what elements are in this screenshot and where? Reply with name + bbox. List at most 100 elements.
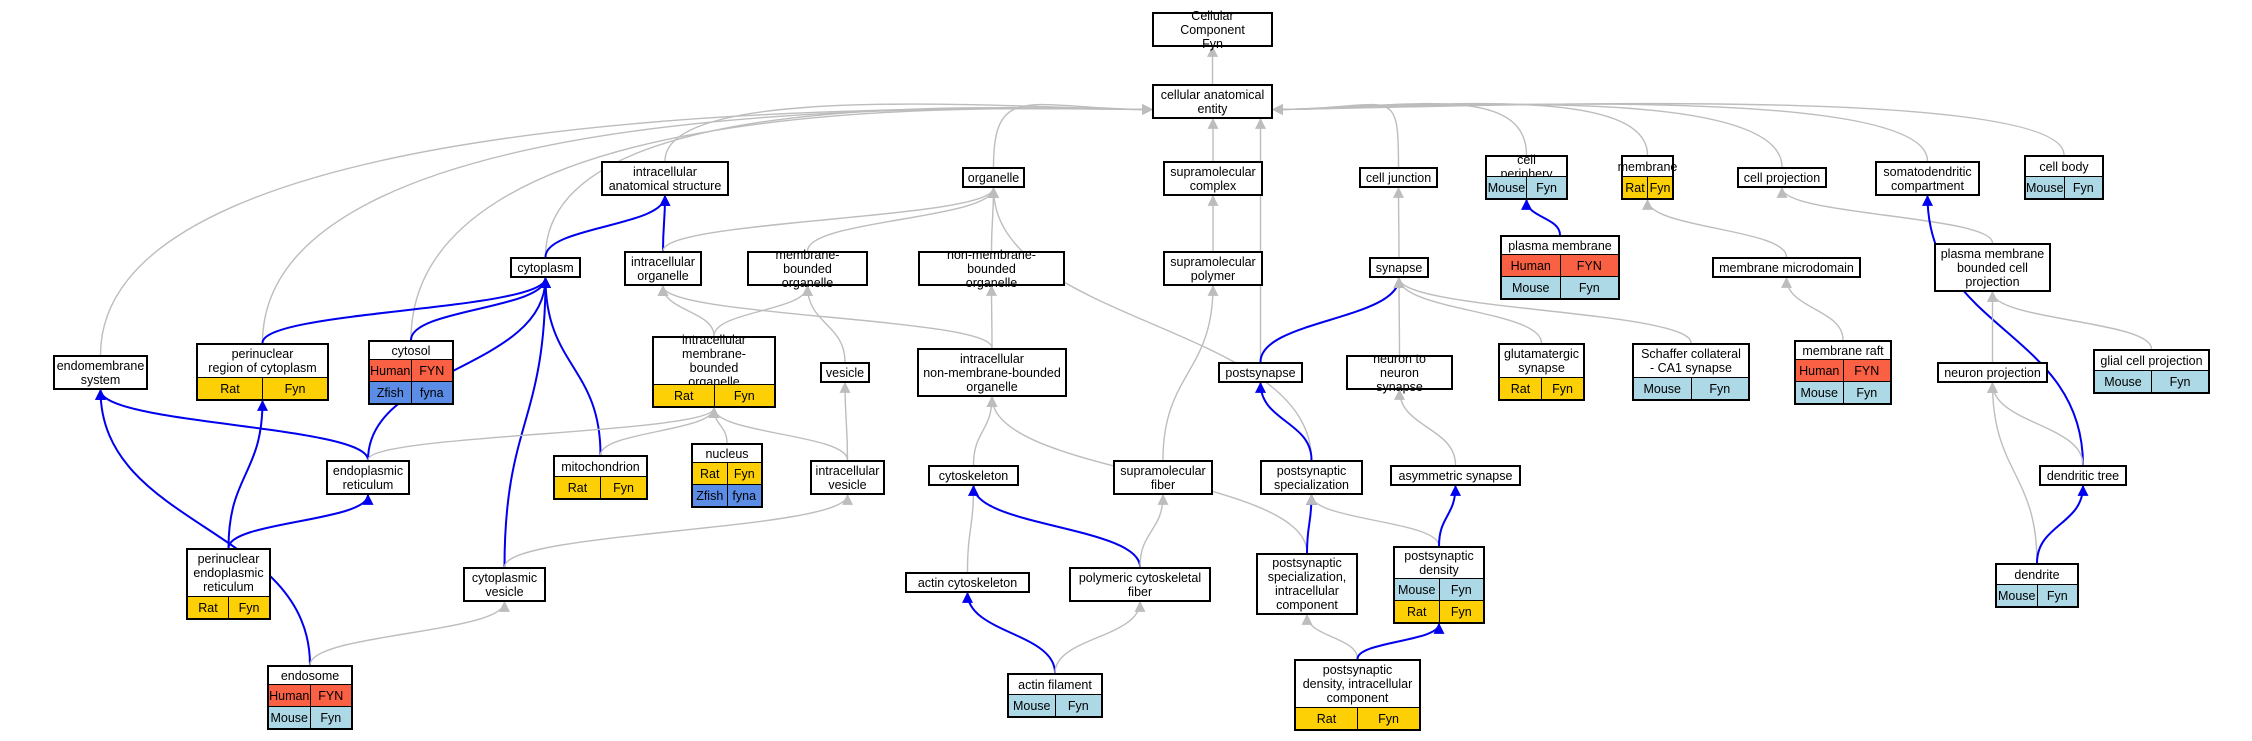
is-a-edge-membranemicrodomain-to-membrane: [1642, 198, 1788, 258]
term-node-ivesicle[interactable]: intracellular vesicle: [810, 460, 885, 495]
term-node-membranemicrodomain[interactable]: membrane microdomain: [1712, 257, 1861, 278]
term-node-polymericfiber[interactable]: polymeric cytoskeletal fiber: [1069, 567, 1211, 602]
term-node-postsynapse[interactable]: postsynapse: [1218, 362, 1303, 383]
term-node-vesicle[interactable]: vesicle: [820, 362, 870, 383]
term-node-er[interactable]: endoplasmic reticulum: [326, 460, 410, 495]
term-label: intracellular organelle: [631, 254, 695, 283]
is-a-edge-glutamatergic-to-synapse: [1393, 276, 1543, 344]
term-label: supramolecular complex: [1170, 164, 1256, 193]
annotated-edge-psd-to-asymmetric: [1438, 484, 1461, 547]
term-node-root[interactable]: Cellular Component Fyn: [1152, 9, 1273, 51]
term-node-pssic[interactable]: postsynaptic specialization, intracellul…: [1256, 553, 1358, 615]
term-node-dendritictree[interactable]: dendritic tree: [2039, 465, 2127, 486]
term-node-asymmetric[interactable]: asymmetric synapse: [1390, 465, 1521, 486]
term-node-cellprojection[interactable]: cell projection: [1737, 167, 1827, 188]
is-a-edge-psd-to-pss: [1306, 493, 1440, 547]
term-node-n2n[interactable]: neuron to neuron synapse: [1346, 351, 1453, 394]
is-a-edge-inmbo-to-io: [657, 284, 993, 349]
is-a-edge-io-to-organelle: [662, 186, 999, 252]
term-node-synapse[interactable]: synapse: [1369, 257, 1429, 278]
term-node-neuronprojection[interactable]: neuron projection: [1937, 362, 2048, 383]
term-label: endoplasmic reticulum: [332, 463, 404, 492]
term-node-cytoplasm[interactable]: cytoplasm: [510, 257, 581, 278]
species-cell: Mouse: [269, 707, 310, 728]
is-a-edge-actinfilament-to-polymericfiber: [1054, 600, 1146, 674]
term-node-psdic[interactable]: postsynaptic density, intracellular comp…: [1294, 659, 1421, 731]
species-cell: Rat: [555, 477, 600, 498]
term-node-cae[interactable]: cellular anatomical entity: [1152, 84, 1273, 119]
term-node-inmbo[interactable]: intracellular non-membrane-bounded organ…: [917, 348, 1067, 397]
term-node-pmbcp[interactable]: plasma membrane bounded cell projection: [1934, 243, 2051, 292]
gene-cell: Fyn: [1357, 708, 1419, 729]
term-node-celljunction[interactable]: cell junction: [1359, 167, 1438, 188]
term-label: postsynapse: [1225, 365, 1296, 380]
gene-cell: Fyn: [262, 378, 327, 399]
annotated-edge-psdic-to-psd: [1356, 622, 1445, 660]
term-node-smpolymer[interactable]: supramolecular polymer: [1163, 251, 1263, 286]
species-cell: Rat: [693, 463, 727, 484]
term-label: perinuclear endoplasmic reticulum: [193, 552, 264, 594]
gene-cell: Fyn: [600, 477, 646, 498]
term-label: plasma membrane bounded cell projection: [1940, 246, 2045, 289]
term-node-cytovesicle[interactable]: cytoplasmic vesicle: [463, 567, 546, 602]
term-label: endosome: [280, 668, 340, 683]
gene-cell: fyna: [410, 382, 452, 403]
species-cell: Rat: [198, 378, 262, 399]
annotated-edge-cytovesicle-to-cytoplasm: [503, 276, 551, 568]
term-label: endomembrane system: [56, 358, 145, 387]
is-a-edge-membraneraft-to-membranemicrodomain: [1781, 276, 1844, 341]
term-label: neuron to neuron synapse: [1373, 351, 1426, 394]
term-node-endomembrane[interactable]: endomembrane system: [53, 355, 148, 390]
term-node-mbo[interactable]: membrane-bounded organelle: [747, 248, 868, 290]
term-node-pss[interactable]: postsynaptic specialization: [1260, 460, 1363, 495]
is-a-edge-n2n-to-synapse: [1393, 276, 1405, 356]
term-label: asymmetric synapse: [1398, 468, 1513, 483]
term-label: somatodendritic compartment: [1883, 164, 1972, 193]
gene-cell: Fyn: [1438, 579, 1483, 600]
term-node-imbo[interactable]: intracellular membrane-bounded organelle…: [652, 333, 776, 408]
annotated-edge-cytosol-to-cytoplasm: [410, 276, 551, 341]
is-a-edge-smfiber-to-smpolymer: [1162, 284, 1219, 461]
term-label: cell projection: [1743, 170, 1821, 185]
is-a-edge-pss-to-organelle: [988, 186, 1313, 461]
term-node-nmbo[interactable]: non-membrane-bounded organelle: [918, 248, 1065, 290]
term-node-smc[interactable]: supramolecular complex: [1163, 161, 1263, 196]
term-label: postsynaptic density, intracellular comp…: [1302, 663, 1413, 705]
gene-cell: Fyn: [1647, 177, 1672, 198]
annotated-edge-endosome-to-endomembrane: [95, 388, 311, 666]
term-node-organelle[interactable]: organelle: [962, 167, 1025, 188]
term-node-smfiber[interactable]: supramolecular fiber: [1113, 460, 1213, 495]
gene-cell: Fyn: [1842, 382, 1890, 403]
gene-cell: Fyn: [228, 597, 269, 618]
is-a-edge-somatodendritic-to-cae: [1271, 103, 1929, 162]
gene-cell: Fyn: [2063, 177, 2102, 198]
term-node-ias[interactable]: intracellular anatomical structure: [601, 161, 729, 196]
term-node-cytoskeleton[interactable]: cytoskeleton: [928, 465, 1019, 486]
species-cell: Mouse: [1502, 277, 1560, 298]
term-node-io[interactable]: intracellular organelle: [624, 251, 702, 286]
term-node-somatodendritic[interactable]: somatodendritic compartment: [1875, 161, 1980, 196]
species-cell: Mouse: [1634, 378, 1691, 399]
term-node-actincytoskeleton[interactable]: actin cytoskeleton: [905, 572, 1030, 593]
